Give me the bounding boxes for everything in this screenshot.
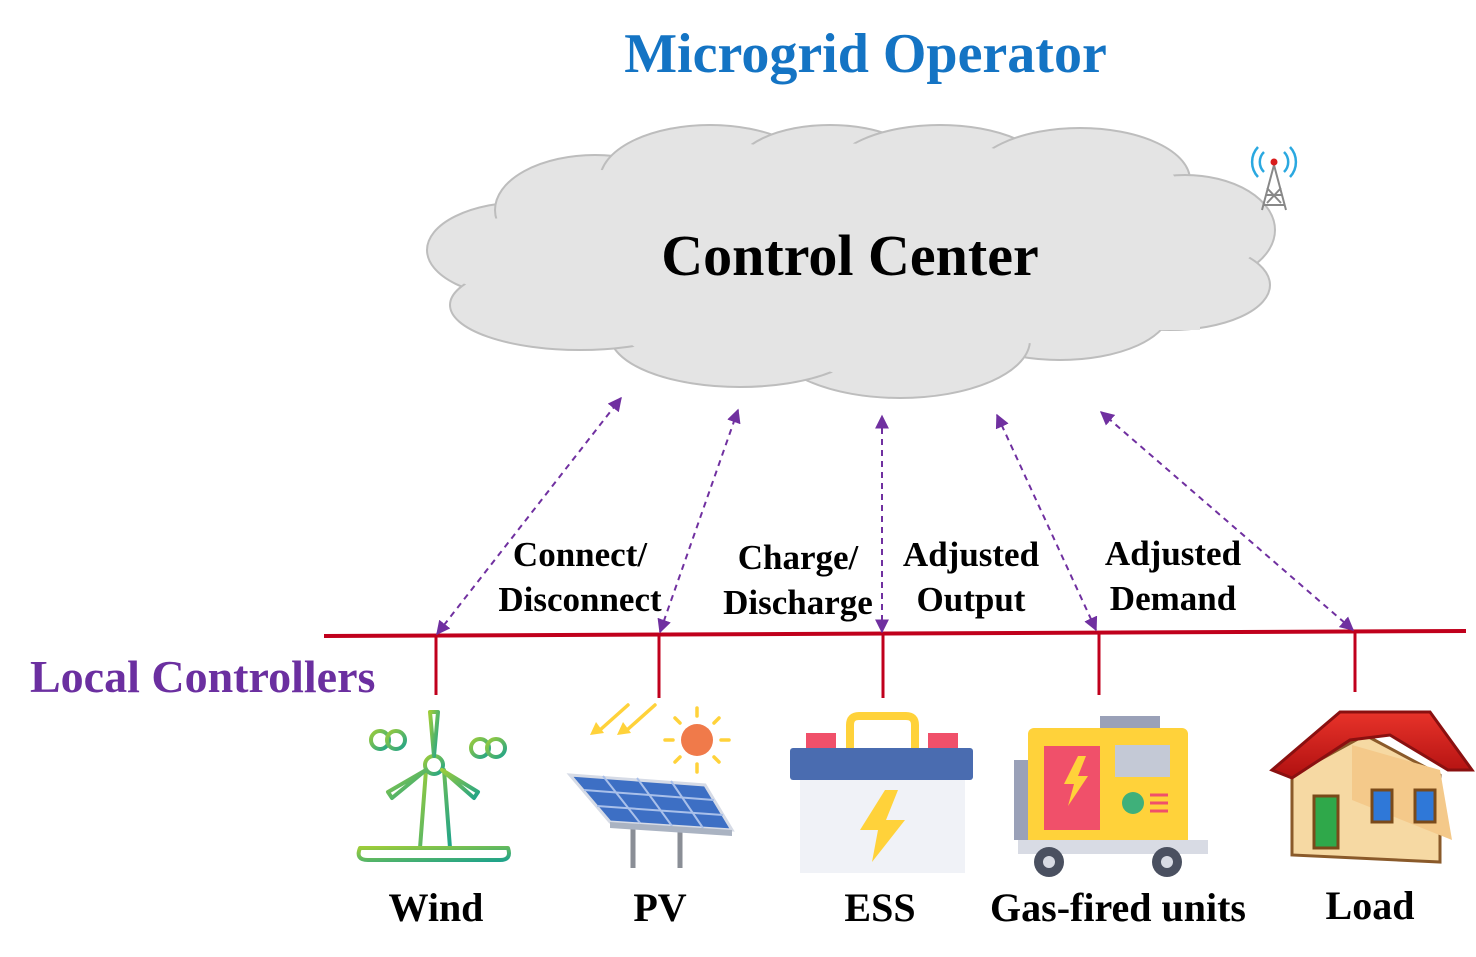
signal-label-line: Discharge xyxy=(723,583,873,622)
battery-icon xyxy=(790,712,973,873)
device-label-load: Load xyxy=(1325,883,1415,928)
local-controllers-label: Local Controllers xyxy=(30,651,376,702)
antenna-tower-icon xyxy=(1250,146,1298,211)
device-label-pv: PV xyxy=(633,885,687,930)
wind-turbine-icon xyxy=(356,710,511,862)
page-title: Microgrid Operator xyxy=(624,23,1107,85)
device-label-ess: ESS xyxy=(844,885,916,930)
device-label-wind: Wind xyxy=(388,885,484,930)
signal-label-charge: Charge/ Discharge xyxy=(708,535,888,625)
generator-icon xyxy=(1014,716,1208,877)
bus-drops xyxy=(434,632,1357,698)
signal-label-line: Connect/ xyxy=(512,535,648,574)
signal-label-line: Demand xyxy=(1109,579,1237,618)
signal-label-line: Disconnect xyxy=(498,580,662,619)
control-center-label: Control Center xyxy=(661,223,1039,288)
signal-label-line: Charge/ xyxy=(737,538,859,577)
signal-label-output: Adjusted Output xyxy=(886,532,1056,622)
signal-label-connect: Connect/ Disconnect xyxy=(480,532,680,622)
house-icon xyxy=(1269,710,1475,864)
signal-arrows xyxy=(436,396,1355,636)
signal-label-demand: Adjusted Demand xyxy=(1088,531,1258,621)
signal-label-line: Output xyxy=(916,580,1026,619)
signal-label-line: Adjusted xyxy=(1104,534,1242,573)
signal-label-line: Adjusted xyxy=(902,535,1040,574)
solar-panel-icon xyxy=(566,703,735,868)
bus-line xyxy=(323,629,1467,638)
device-label-gas: Gas-fired units xyxy=(990,885,1246,930)
